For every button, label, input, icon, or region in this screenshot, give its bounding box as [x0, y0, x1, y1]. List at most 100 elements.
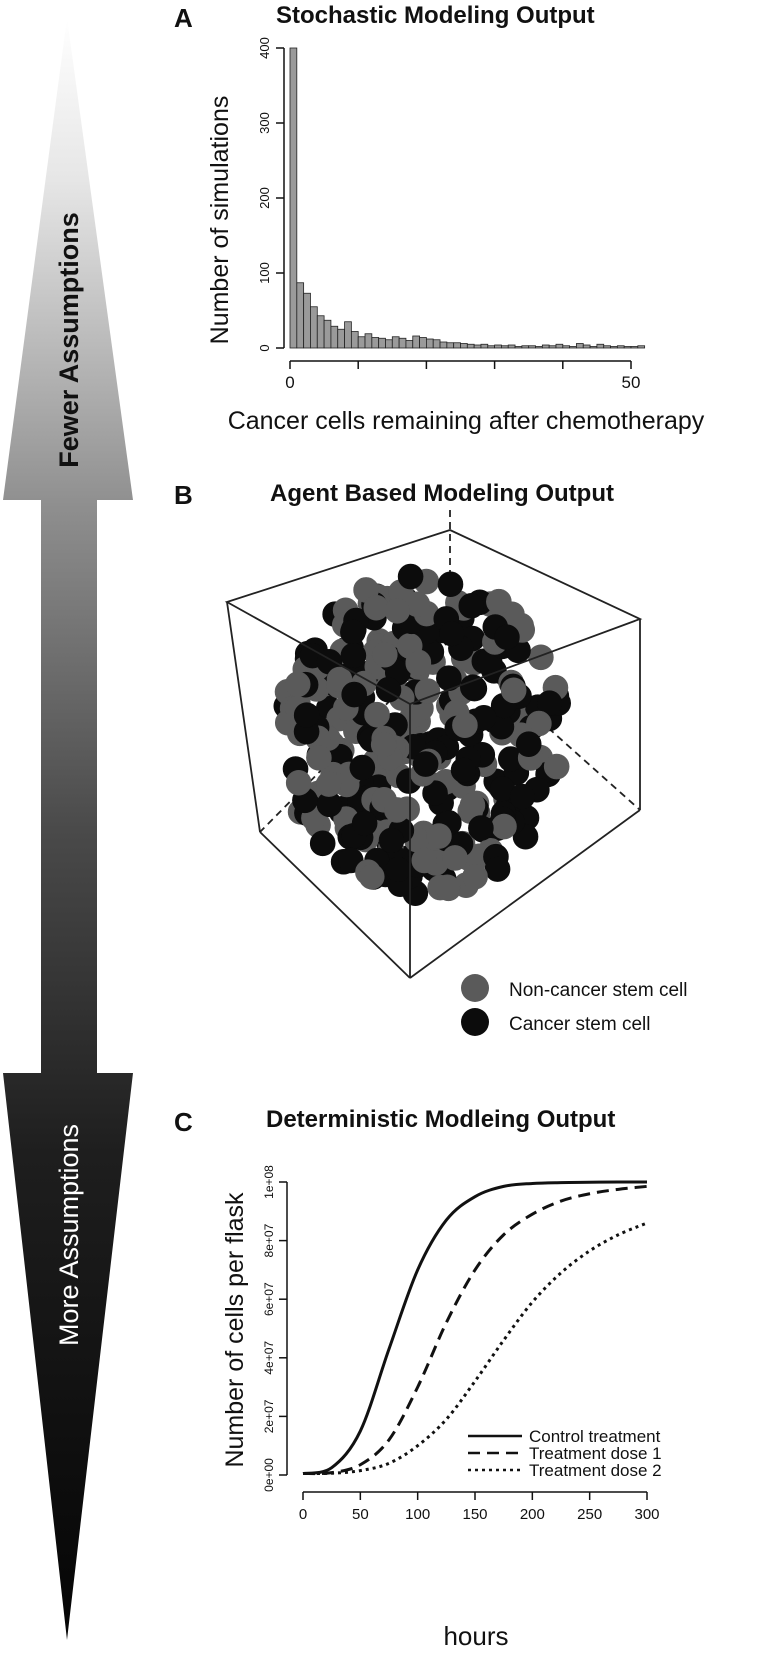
- histogram-bar: [501, 345, 509, 349]
- y-tick-label: 1e+08: [262, 1165, 276, 1199]
- cancer-stem-cell: [468, 815, 494, 841]
- non-cancer-stem-cell: [491, 813, 517, 840]
- arrow-body: [3, 18, 133, 1640]
- cancer-stem-cell: [351, 810, 378, 837]
- x-tick-label: 200: [520, 1506, 545, 1523]
- assumption-arrow: Fewer Assumptions More Assumptions: [3, 18, 133, 1640]
- histogram-bar: [330, 325, 339, 349]
- non-cancer-stem-cell: [405, 650, 432, 677]
- histogram-bar: [323, 319, 332, 349]
- histogram-bar: [473, 344, 482, 349]
- histogram-bar: [610, 346, 618, 349]
- y-tick-label: 4e+07: [262, 1341, 276, 1375]
- legend-cancer-label: Cancer stem cell: [509, 1014, 651, 1035]
- panel-b-letter: B: [174, 480, 193, 510]
- non-cancer-stem-cell: [462, 863, 488, 890]
- histogram-bar: [582, 344, 591, 349]
- cancer-stem-cell: [412, 751, 439, 777]
- legend-label: Control treatment: [529, 1427, 661, 1446]
- non-cancer-stem-cell: [285, 769, 312, 796]
- non-cancer-stem-cell: [528, 644, 554, 671]
- histogram-bar: [453, 342, 461, 349]
- histogram-bar: [303, 292, 311, 349]
- panel-b-title: Agent Based Modeling Output: [270, 480, 614, 507]
- series-line-dashed: [302, 1184, 648, 1476]
- cell-cluster: [273, 563, 571, 906]
- histogram-y-axis-label: Number of simulations: [206, 96, 234, 345]
- histogram-bar: [310, 306, 318, 349]
- histogram-bar: [637, 345, 646, 349]
- y-tick-label: 200: [257, 187, 272, 209]
- histogram-bar: [391, 336, 400, 349]
- histogram-bar: [596, 343, 605, 349]
- non-cancer-stem-cell: [426, 823, 452, 849]
- cancer-stem-cell: [340, 619, 366, 645]
- x-tick-label: 100: [405, 1506, 430, 1523]
- histogram-bar: [337, 328, 345, 349]
- non-cancer-stem-cell: [543, 753, 570, 780]
- legend-non-cancer-label: Non-cancer stem cell: [509, 980, 687, 1001]
- cancer-stem-cell: [422, 780, 448, 807]
- non-cancer-stem-cell: [526, 710, 552, 737]
- histogram-bar: [555, 343, 564, 349]
- non-cancer-stem-cell: [442, 845, 468, 871]
- y-tick-label: 0e+00: [262, 1458, 276, 1492]
- histogram-bar: [589, 346, 598, 349]
- x-tick-label: 50: [622, 373, 641, 392]
- cancer-stem-cell: [378, 827, 405, 854]
- non-cancer-stem-cell: [452, 712, 478, 739]
- x-tick-label: 150: [462, 1506, 487, 1523]
- cancer-stem-cell: [509, 783, 536, 810]
- y-tick-label: 300: [257, 112, 272, 134]
- histogram-bar: [528, 345, 536, 349]
- cancer-stem-cell: [293, 702, 320, 729]
- cancer-stem-cell: [397, 563, 424, 590]
- non-cancer-stem-cell: [364, 701, 390, 728]
- y-tick-label: 6e+07: [262, 1282, 276, 1316]
- histogram-bar: [562, 345, 571, 349]
- histogram-bar: [316, 315, 325, 349]
- non-cancer-stem-cell: [370, 731, 397, 758]
- non-cancer-stem-cell: [411, 847, 438, 874]
- histogram-bars: [289, 47, 646, 349]
- cancer-stem-cell: [460, 674, 486, 701]
- histogram-bar: [548, 345, 557, 349]
- legend-b: Non-cancer stem cell Cancer stem cell: [461, 974, 687, 1036]
- non-cancer-stem-cell: [371, 641, 398, 668]
- cancer-stem-cell: [436, 665, 462, 691]
- cancer-stem-cell: [536, 690, 563, 716]
- series-line-dotted: [302, 1221, 648, 1476]
- histogram-bar: [460, 343, 468, 349]
- histogram-bar: [412, 335, 420, 349]
- line-chart-series: [302, 1180, 648, 1476]
- legend-label: Treatment dose 2: [529, 1461, 662, 1480]
- x-tick-label: 50: [352, 1506, 369, 1523]
- histogram-bar: [425, 338, 434, 349]
- histogram-bar: [603, 345, 611, 349]
- panel-c-letter: C: [174, 1107, 193, 1137]
- histogram-bar: [350, 331, 359, 349]
- non-cancer-stem-cell: [284, 671, 311, 698]
- cancer-stem-cell: [484, 856, 511, 882]
- histogram-bar: [541, 344, 550, 349]
- histogram-x-axis-label: Cancer cells remaining after chemotherap…: [228, 407, 705, 435]
- cancer-stem-cell: [450, 757, 477, 783]
- agent-based-3d-scatter: Non-cancer stem cell Cancer stem cell: [224, 510, 687, 1036]
- histogram-bar: [296, 282, 305, 349]
- histogram-bar: [480, 343, 489, 349]
- cancer-stem-cell: [309, 830, 336, 857]
- histogram-bar: [405, 340, 414, 349]
- histogram-bar: [494, 344, 502, 349]
- histogram-bar: [432, 339, 441, 349]
- non-cancer-stem-cell: [500, 677, 527, 704]
- cancer-stem-cell: [515, 731, 542, 757]
- legend-non-cancer-swatch: [461, 974, 489, 1002]
- legend-label: Treatment dose 1: [529, 1444, 662, 1463]
- cancer-stem-cell: [340, 642, 367, 669]
- non-cancer-stem-cell: [459, 792, 486, 819]
- cancer-stem-cell: [385, 856, 412, 883]
